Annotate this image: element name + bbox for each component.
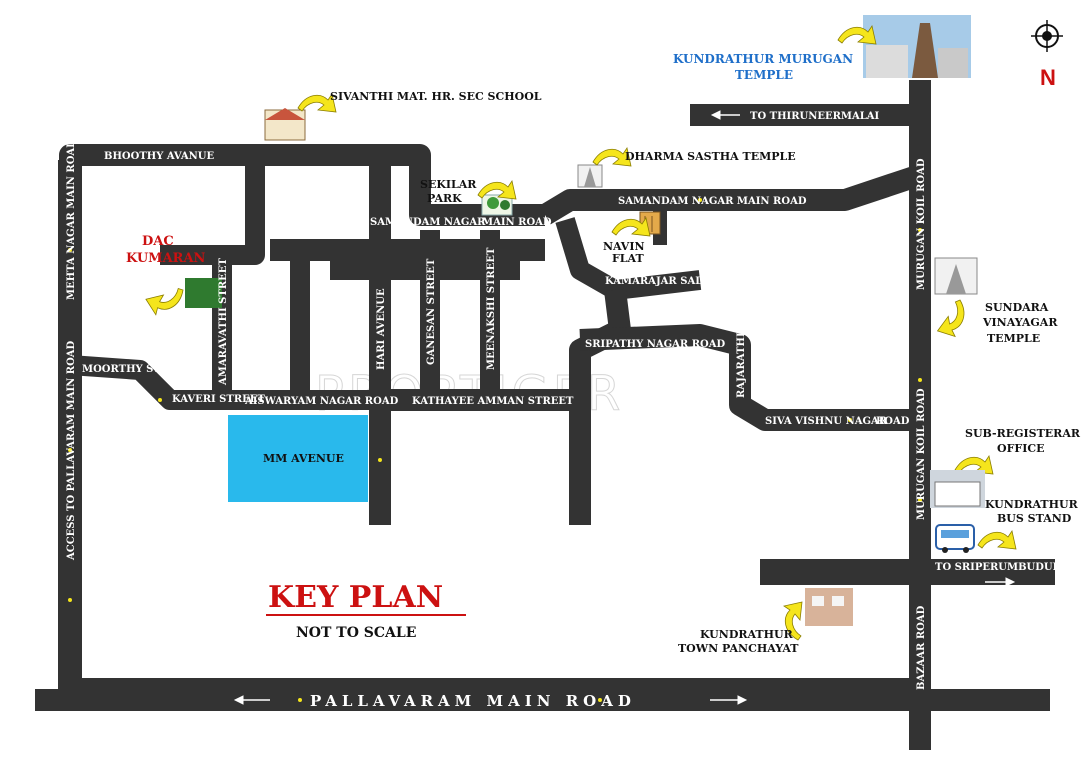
mehta-nagar-label: MEHTA NAGAR MAIN ROAD [66,139,77,300]
bus-icon [935,524,975,553]
hari-avenue-label: HARI AVENUE [376,288,387,370]
moorthy-street-label: MOORTHY STREET [82,364,192,375]
meenakshi-street-label: MEENAKSHI STREET [486,247,497,370]
north-label: N [1040,65,1056,90]
to-sriperumbudur-label: TO SRIPERUMBUDUR [935,562,1062,573]
road-label: ROAD [876,416,910,427]
not-to-scale-label: NOT TO SCALE [296,625,416,641]
small-temple-icon [934,257,978,295]
kaveri-street-label: KAVERI STREET [172,394,265,405]
town-panchayat-label-2: TOWN PANCHAYAT [678,642,799,655]
dac-kumaran-site [185,278,222,308]
sivanthi-school-label: SIVANTHI MAT. HR. SEC SCHOOL [330,90,542,103]
road-labels: PALLAVARAM MAIN ROAD BHOOTHY AVANUE ACCE… [66,111,1062,710]
lane-markings [68,198,922,702]
sekilar-park-label-2: PARK [427,192,462,205]
bus-arrow-icon [977,530,1017,550]
kundrathur-temple-label-2: TEMPLE [735,68,793,82]
sub-registrar-label-2: OFFICE [997,442,1045,455]
dharma-sastha-label: DHARMA SASTHA TEMPLE [625,150,796,163]
sundara-label-2: VINAYAGAR [982,316,1058,329]
samandam-nagar-main-road-label: SAMANDAM NAGAR MAIN ROAD [618,196,807,207]
small-temple-icon [577,164,603,188]
key-plan-title: KEY PLAN [268,580,443,615]
dac-kumaran-label-1: DAC [142,234,174,249]
panchayat-photo-icon [805,588,853,626]
mm-avenue-block [228,415,368,502]
sub-registrar-label-1: SUB-REGISTERAR [965,427,1081,440]
main-road-label: MAIN ROAD [482,217,552,228]
bus-stand-label-1: KUNDRATHUR [985,498,1079,511]
rajarathinam-road-label: RAJARATHINAM ROAD [736,267,747,398]
sundara-label-3: TEMPLE [987,332,1040,345]
sundara-arrow-icon [937,297,973,341]
road-network [35,80,1055,750]
school-icon [264,108,306,141]
sundara-label-1: SUNDARA [985,301,1049,314]
access-pallavaram-label: ACCESS TO PALLAVARAM MAIN ROAD [66,340,77,561]
murugan-koil-road-top-label: MURUGAN KOIL ROAD [916,158,927,290]
office-photo-icon [930,470,985,508]
kamarajar-salai-label: KAMARAJAR SALAI [605,276,715,287]
town-panchayat-label-1: KUNDRATHUR [700,628,794,641]
samandam-nagar-label: SAMANDAM NAGAR [370,217,486,228]
amaravathi-street-label: AMARAVATHI STREET [218,258,229,386]
dac-kumaran-label-2: KUMARAN [126,251,206,266]
navin-flat-label-2: FLAT [612,252,644,265]
direction-arrows [233,110,1016,705]
mm-avenue-label: MM AVENUE [263,452,344,465]
dac-arrow-icon [145,285,189,317]
navin-flat-label-1: NAVIN [603,240,645,253]
temple-arrow-icon [837,25,877,45]
bhoothy-avanue-label: BHOOTHY AVANUE [104,151,214,162]
pallavaram-main-road-label: PALLAVARAM MAIN ROAD [310,692,636,710]
park-icon [481,194,513,216]
navin-arrow-icon [611,217,651,237]
to-thiruneermalai-label: TO THIRUNEERMALAI [750,111,880,122]
kathayee-amman-street-label: KATHAYEE AMMAN STREET [412,396,574,407]
sekilar-park-label-1: SEKILAR [420,178,477,191]
bus-stand-label-2: BUS STAND [997,512,1072,525]
ganesan-street-label: GANESAN STREET [426,258,437,365]
temple-photo-icon [863,15,971,78]
compass-icon [1031,20,1063,52]
siva-vishnu-nagar-label: SIVA VISHNU NAGAR [765,416,888,427]
murugan-koil-road-mid-label: MURUGAN KOIL ROAD [916,388,927,520]
bazaar-road-label: BAZAAR ROAD [916,605,927,690]
aiswaryam-nagar-road-label: AISWARYAM NAGAR ROAD [244,396,399,407]
sripathy-nagar-road-label: SRIPATHY NAGAR ROAD [585,339,725,350]
kundrathur-temple-label-1: KUNDRATHUR MURUGAN [673,52,853,66]
